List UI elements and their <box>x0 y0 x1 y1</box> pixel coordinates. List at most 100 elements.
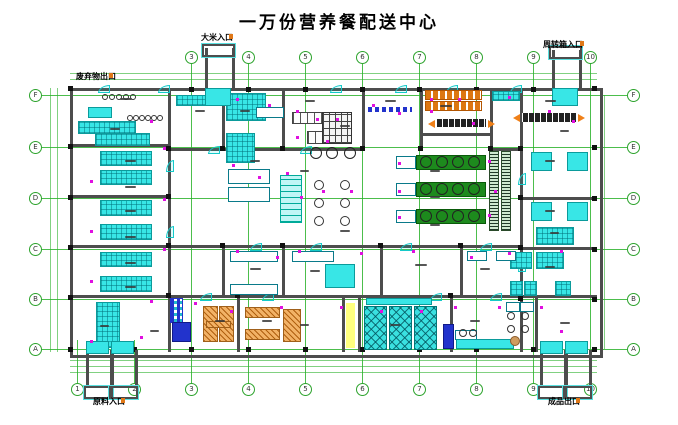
detail-mark <box>150 120 153 123</box>
grid-row-label-left: D <box>29 192 42 205</box>
structural-column <box>474 347 479 352</box>
shelving-rack <box>536 227 574 245</box>
grid-column-label-top: 9 <box>527 51 540 64</box>
shelving-rack <box>95 133 150 146</box>
dimension-line <box>50 88 51 352</box>
shelving-rack <box>226 133 255 163</box>
door-swing-icon <box>166 226 174 238</box>
structural-column <box>531 347 536 352</box>
door-swing-icon <box>200 293 212 301</box>
structural-column <box>68 295 73 300</box>
equipment-block <box>567 152 588 171</box>
grid-column-label-top: 5 <box>299 51 312 64</box>
grid-row-label-right: D <box>627 192 640 205</box>
room-label-text <box>300 324 309 326</box>
stool-circle <box>314 198 324 208</box>
washing-rack <box>364 306 387 350</box>
kettle-circle <box>452 156 464 168</box>
highlight-strip <box>346 303 355 348</box>
detail-mark <box>472 122 475 125</box>
grid-column-line <box>191 63 192 384</box>
kettle-circle <box>452 210 464 222</box>
grid-column-label-top: 10 <box>584 51 597 64</box>
dimension-line <box>70 79 597 80</box>
shelving-rack <box>524 281 537 296</box>
grid-column-label-bottom: 4 <box>242 383 255 396</box>
detail-mark <box>498 306 501 309</box>
shelving-rack <box>100 200 152 216</box>
grid-row-label-right: F <box>627 89 640 102</box>
shelving-rack <box>100 224 152 240</box>
grid-column-label-bottom: 3 <box>185 383 198 396</box>
room-label-text <box>310 270 320 272</box>
detail-mark <box>90 280 93 283</box>
detail-mark <box>163 248 166 251</box>
structural-column <box>132 347 137 352</box>
dock-turnover-shaft <box>552 50 582 90</box>
stool-circle <box>133 115 139 121</box>
detail-mark <box>150 300 153 303</box>
kettle-circle <box>420 210 432 222</box>
room-label-text <box>250 160 260 162</box>
flow-arrow-icon <box>488 120 495 128</box>
interior-wall <box>282 245 285 298</box>
grid-row-label-right: A <box>627 343 640 356</box>
detail-mark <box>236 250 239 253</box>
grid-column-line <box>77 340 78 384</box>
door-swing-icon <box>166 160 174 172</box>
work-table <box>256 107 284 118</box>
grid-column-label-bottom: 7 <box>413 383 426 396</box>
kettle-circle <box>468 210 480 222</box>
dimension-line <box>70 366 597 367</box>
door-swing-icon <box>400 243 412 251</box>
room-label-text <box>215 320 225 322</box>
dock-raw-2-shaft <box>111 350 138 386</box>
dimension-line <box>70 360 597 361</box>
structural-column <box>220 243 225 248</box>
room-label-text <box>125 262 136 264</box>
kettle-circle <box>452 183 464 195</box>
detail-mark <box>296 136 299 139</box>
structural-column <box>592 247 597 252</box>
grid-column-label-top: 4 <box>242 51 255 64</box>
door-swing-icon <box>430 293 442 301</box>
detail-mark <box>572 120 575 123</box>
structural-column <box>303 87 308 92</box>
detail-mark <box>163 147 166 150</box>
structural-column <box>189 87 194 92</box>
room-label-text <box>262 320 272 322</box>
turnover-box-entrance-marker-icon <box>580 41 584 46</box>
detail-mark <box>470 256 473 259</box>
detail-mark <box>398 190 401 193</box>
dock-raw-2-bay <box>111 341 134 354</box>
washing-rack <box>414 306 437 350</box>
structural-column <box>378 243 383 248</box>
equipment-block <box>567 202 588 221</box>
grid-row-line <box>41 249 627 250</box>
dock-raw-1-bay <box>86 341 109 354</box>
grid-column-label-top: 6 <box>356 51 369 64</box>
interior-wall <box>168 148 365 151</box>
room-label-text <box>415 264 427 266</box>
detail-mark <box>540 306 543 309</box>
structural-column <box>68 347 73 352</box>
grid-row-label-left: E <box>29 141 42 154</box>
grid-column-line <box>533 63 534 384</box>
work-table <box>496 251 516 261</box>
grid-row-label-left: B <box>29 293 42 306</box>
finished-product-exit-marker-icon <box>576 398 580 403</box>
room-label-text <box>545 210 555 212</box>
equipment-blue <box>443 324 454 349</box>
grid-column-line <box>134 340 135 384</box>
stool-circle <box>139 115 145 121</box>
washing-rack <box>389 306 412 350</box>
detail-mark <box>340 306 343 309</box>
interior-wall <box>70 195 170 198</box>
room-label-text <box>550 232 559 234</box>
grid-column-label-bottom: 5 <box>299 383 312 396</box>
flow-arrow-icon <box>578 114 585 122</box>
grid-row-label-left: A <box>29 343 42 356</box>
interior-wall <box>380 245 383 298</box>
